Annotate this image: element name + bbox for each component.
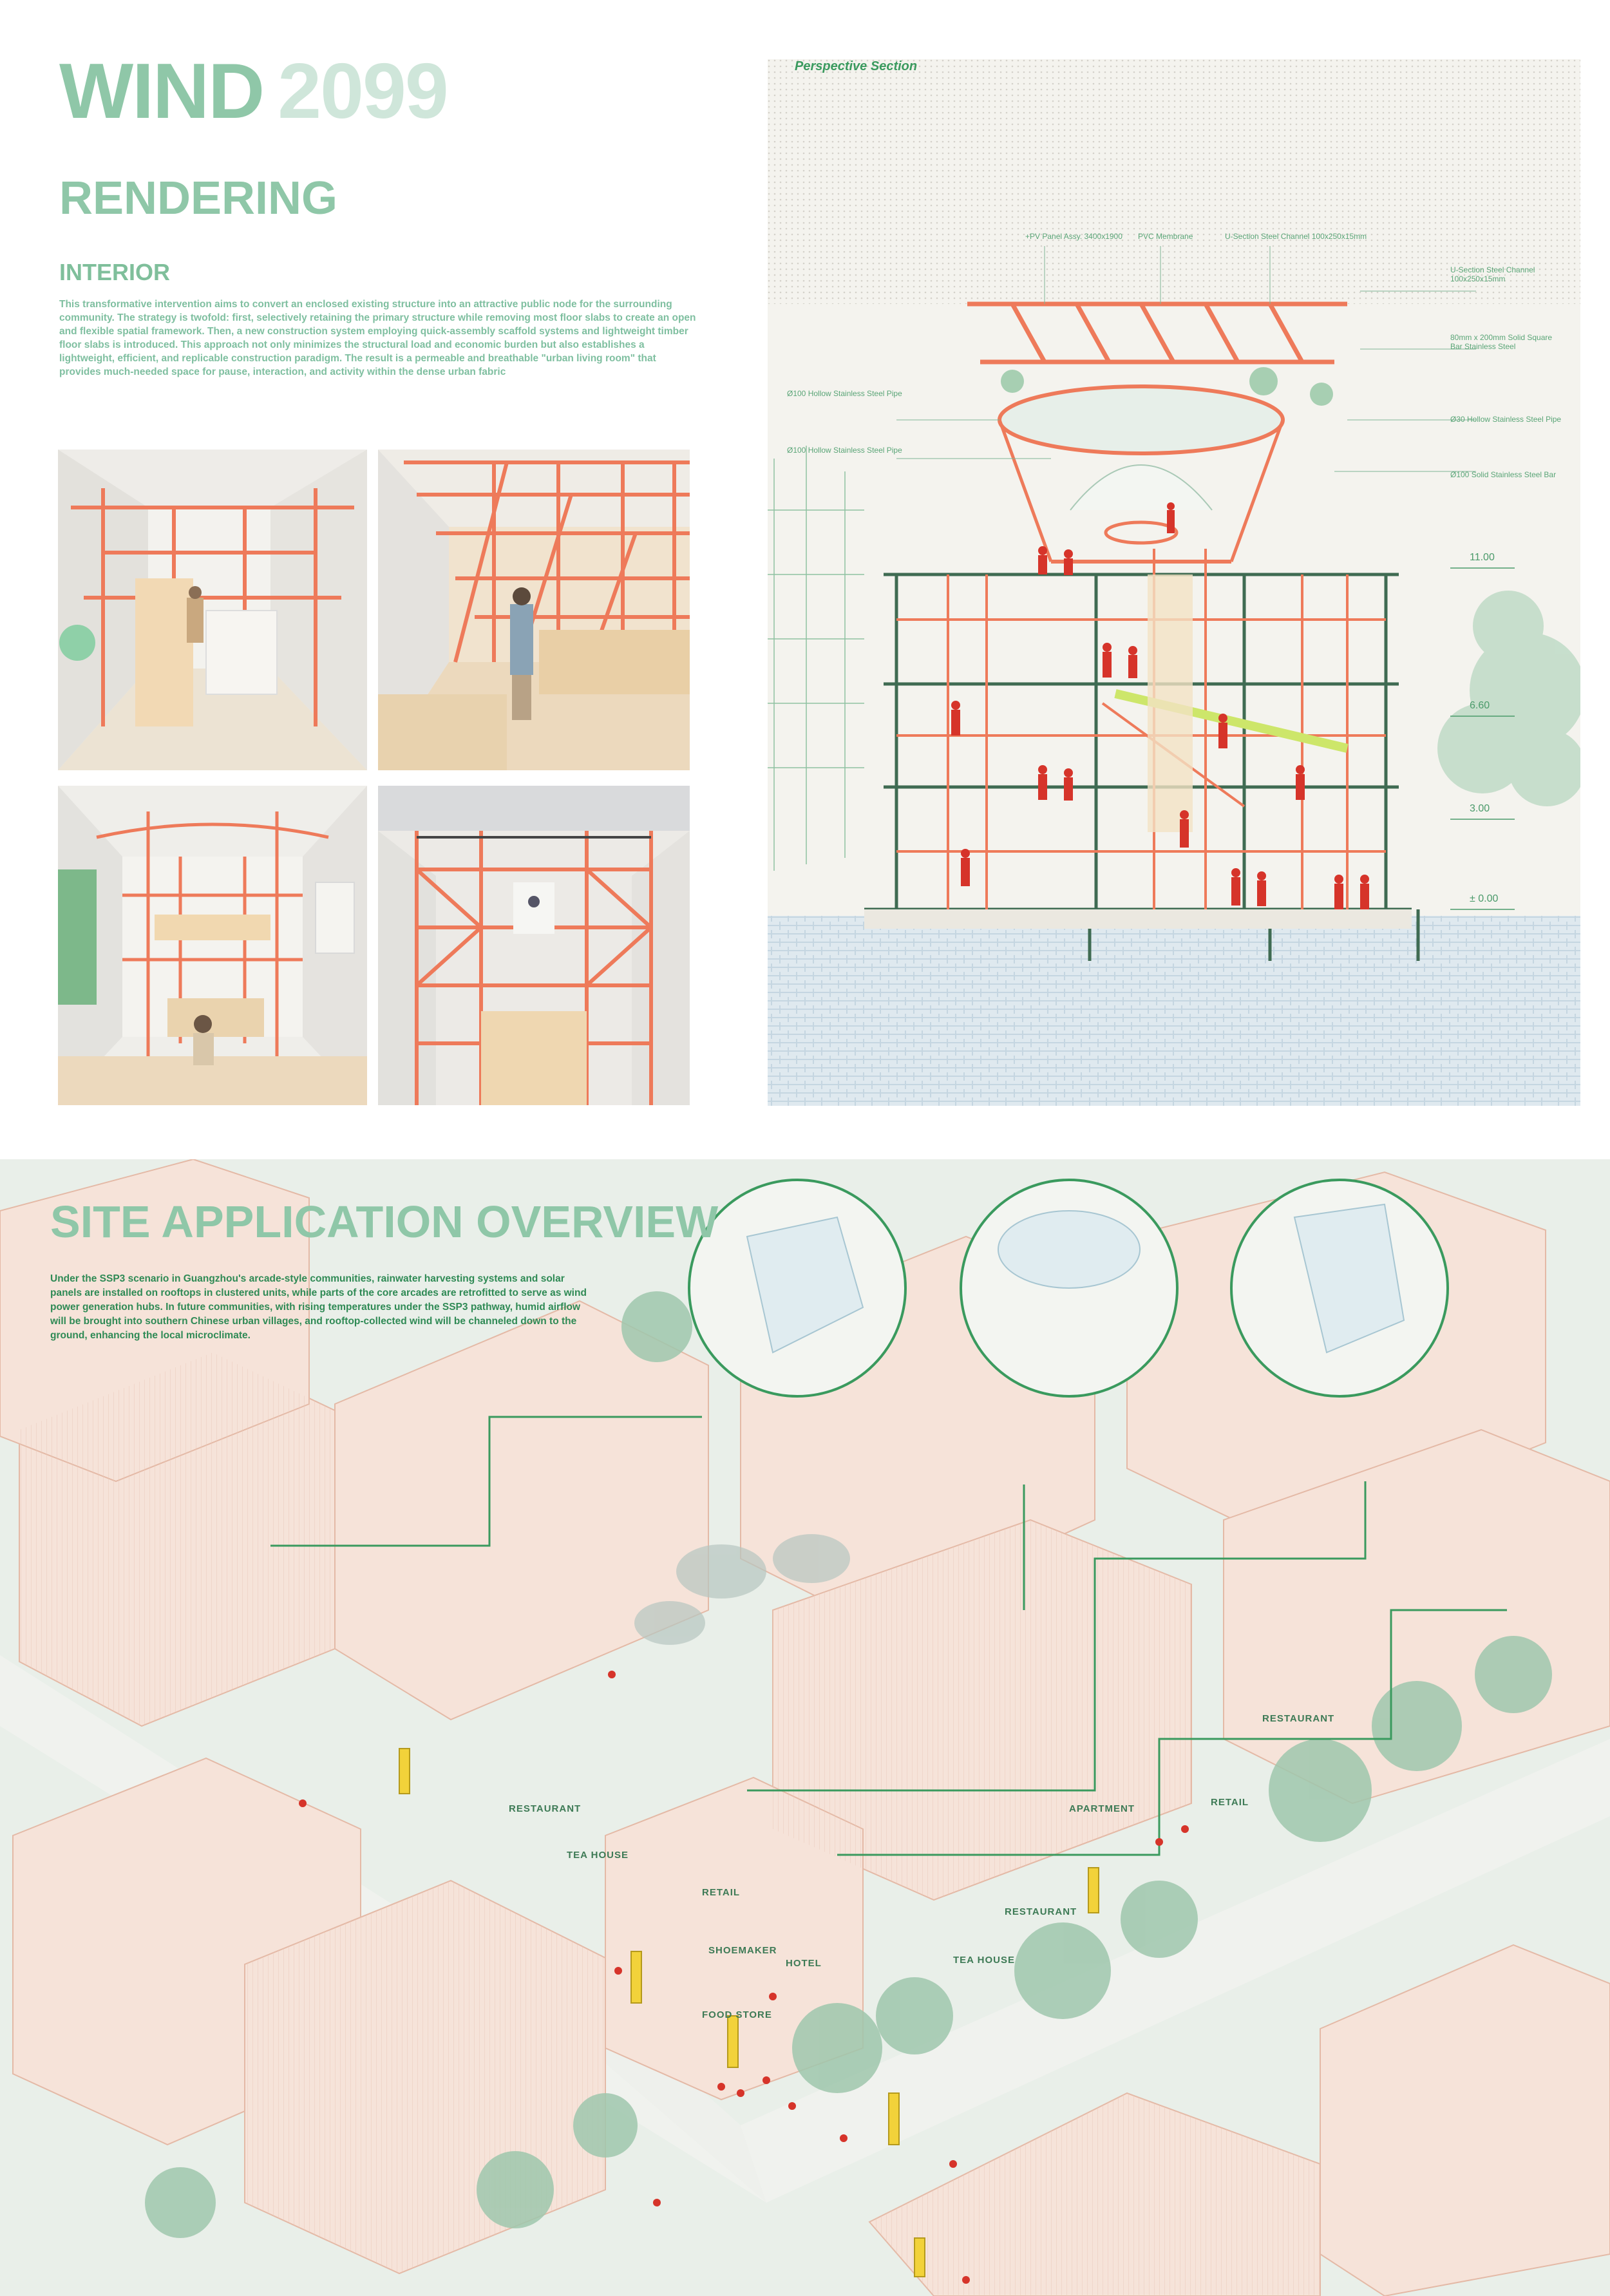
annotation-u-channel-right: U-Section Steel Channel 100x250x15mm: [1450, 265, 1535, 283]
shop-sign: RESTAURANT: [509, 1803, 582, 1814]
level-marker: 3.00: [1470, 803, 1490, 814]
shop-sign: APARTMENT: [1069, 1803, 1135, 1814]
shop-sign: RETAIL: [1211, 1797, 1249, 1808]
title-year: 2099: [278, 47, 448, 135]
rendering-heading: RENDERING: [59, 173, 338, 224]
level-marker: ± 0.00: [1470, 893, 1499, 904]
annotation-solid-bar: Ø100 Solid Stainless Steel Bar: [1450, 470, 1557, 479]
perspective-section-label: Perspective Section: [795, 59, 918, 73]
annotation-square-bar: 80mm x 200mm Solid Square Bar Stainless …: [1450, 333, 1553, 351]
shop-sign: FOOD STORE: [702, 2009, 772, 2020]
interior-heading: INTERIOR: [59, 259, 171, 285]
annotation-u-channel-top: U-Section Steel Channel 100x250x15mm: [1225, 232, 1367, 241]
site-overview-map: RESTAURANT TEA HOUSE RETAIL SHOEMAKER HO…: [0, 1159, 1610, 2296]
interior-render-4: [378, 786, 690, 1105]
title-word: WIND: [59, 47, 265, 135]
site-heading: SITE APPLICATION OVERVIEW: [50, 1197, 719, 1247]
site-description: Under the SSP3 scenario in Guangzhou's a…: [50, 1273, 587, 1341]
shop-sign: RESTAURANT: [1262, 1713, 1335, 1724]
shop-sign: HOTEL: [786, 1958, 822, 1969]
shop-sign: TEA HOUSE: [953, 1955, 1015, 1966]
annotation-pipe-1: Ø100 Hollow Stainless Steel Pipe: [787, 389, 902, 398]
annotation-pvc-membrane: PVC Membrane: [1138, 232, 1193, 241]
shop-sign: TEA HOUSE: [567, 1850, 629, 1861]
interior-render-3: [58, 786, 367, 1105]
level-marker: 6.60: [1470, 700, 1490, 711]
interior-render-1: [58, 450, 367, 770]
annotation-hollow-steel: Ø30 Hollow Stainless Steel Pipe: [1450, 415, 1562, 424]
interior-description: This transformative intervention aims to…: [59, 299, 696, 377]
shop-sign: SHOEMAKER: [708, 1945, 777, 1956]
shop-sign: RESTAURANT: [1005, 1906, 1077, 1917]
level-marker: 11.00: [1470, 552, 1495, 563]
annotation-pv-panel: +PV Panel Assy. 3400x1900: [1025, 232, 1122, 241]
perspective-section-panel: Perspective Section +PV Panel Assy. 3400…: [768, 59, 1580, 1106]
interior-render-2: [378, 450, 690, 770]
annotation-pipe-2: Ø100 Hollow Stainless Steel Pipe: [787, 446, 902, 455]
shop-sign: RETAIL: [702, 1887, 741, 1898]
